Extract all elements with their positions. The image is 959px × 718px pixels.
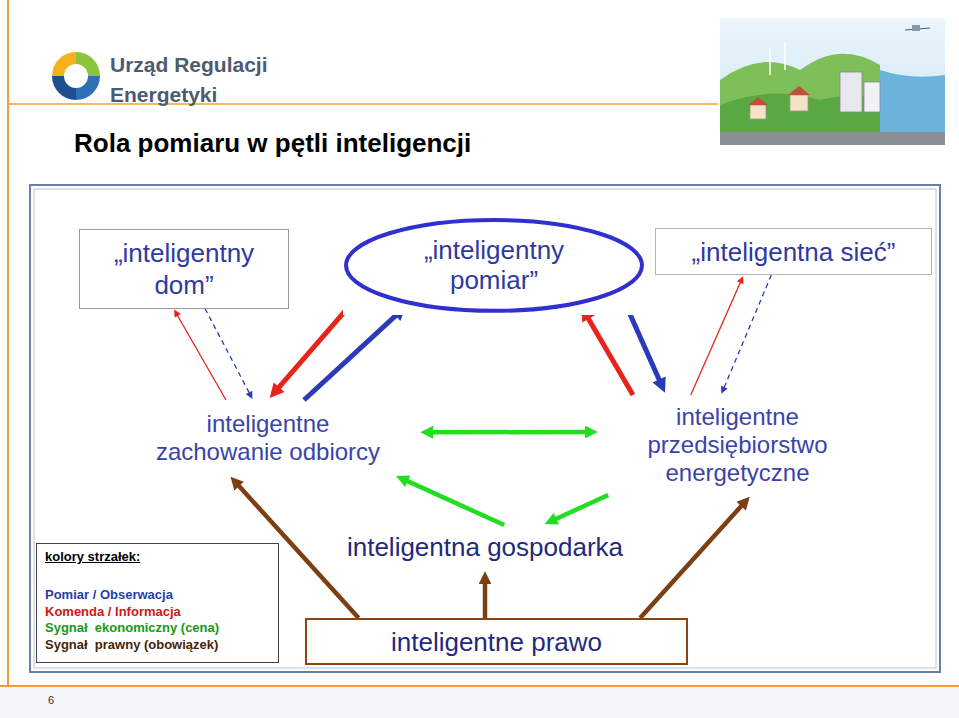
ellipse-node: „inteligentny pomiar”: [343, 216, 645, 315]
arrow-connector: [483, 580, 488, 618]
slide-title: Rola pomiaru w pętli inteligencji: [74, 128, 471, 159]
panel-border: [34, 189, 936, 668]
arrow-connector: [429, 430, 589, 435]
arrow-connector: [553, 495, 608, 520]
arrow-connector: [404, 480, 504, 525]
legend-swatch: Pomiar / Obserwacja: [45, 587, 270, 604]
sky: [720, 18, 945, 145]
arrow-connector: [177, 314, 226, 400]
logo-text: Urząd Regulacji Energetyki: [110, 50, 310, 110]
arrow-connector: [691, 281, 741, 395]
logo-icon: [52, 52, 100, 100]
wind-turbine: [784, 42, 786, 70]
footer-band: [0, 686, 959, 718]
node-text: inteligentne przedsiębiorstwo energetycz…: [618, 403, 858, 487]
arrow-connector: [640, 503, 744, 618]
logo-part: [76, 52, 100, 76]
text-node: inteligentne zachowanie odbiorcy: [118, 400, 418, 475]
legend-swatch: Sygnał prawny (obowiązek): [45, 637, 270, 654]
frame-line: [7, 0, 9, 686]
house: [750, 105, 766, 119]
node-text: inteligentne prawo: [391, 626, 602, 658]
building: [864, 82, 880, 112]
box-node: „inteligentna sieć”: [655, 228, 932, 275]
house: [790, 95, 808, 111]
legend-text: Sygnał ekonomiczny (cena): [45, 620, 219, 635]
text-node: inteligentne przedsiębiorstwo energetycz…: [600, 395, 875, 495]
box-node: inteligentne prawo: [305, 618, 688, 665]
node-text: „inteligentny pomiar”: [394, 235, 594, 295]
legend-swatch: Sygnał ekonomiczny (cena): [45, 620, 270, 637]
legend-heading: kolory strzałek:: [45, 549, 270, 565]
node-text: „inteligentny dom”: [89, 237, 279, 301]
panel-border: [30, 185, 940, 672]
arrow-connector: [723, 275, 771, 389]
node-text: inteligentne zachowanie odbiorcy: [141, 410, 396, 466]
satellite: [912, 25, 920, 31]
logo-part: [52, 76, 76, 100]
roof: [748, 97, 768, 105]
ellipse-shape: [346, 220, 642, 311]
legend-swatch: Komenda / Informacja: [45, 604, 270, 621]
logo-part: [52, 52, 76, 76]
arrow-connector: [205, 309, 250, 395]
smart-grid-illustration: [720, 18, 945, 145]
text-node: inteligentna gospodarka: [325, 525, 645, 569]
road: [720, 132, 945, 145]
legend-text: Pomiar / Obserwacja: [45, 587, 173, 602]
page-number: 6: [48, 693, 68, 707]
legend-text: Komenda / Informacja: [45, 604, 181, 619]
box-node: „inteligentny dom”: [79, 229, 289, 309]
legend-text: Sygnał prawny (obowiązek): [45, 637, 218, 652]
arrow-connector: [586, 315, 633, 395]
frame-line: [0, 685, 959, 687]
logo-part: [76, 76, 100, 100]
node-text: „inteligentna sieć”: [692, 236, 896, 268]
building: [840, 72, 862, 112]
arrow-connector: [304, 313, 399, 400]
roof: [788, 86, 810, 95]
wind-turbine: [769, 48, 771, 75]
legend-box: kolory strzałek: Pomiar / ObserwacjaKomen…: [36, 543, 279, 663]
node-text: inteligentna gospodarka: [347, 531, 623, 563]
